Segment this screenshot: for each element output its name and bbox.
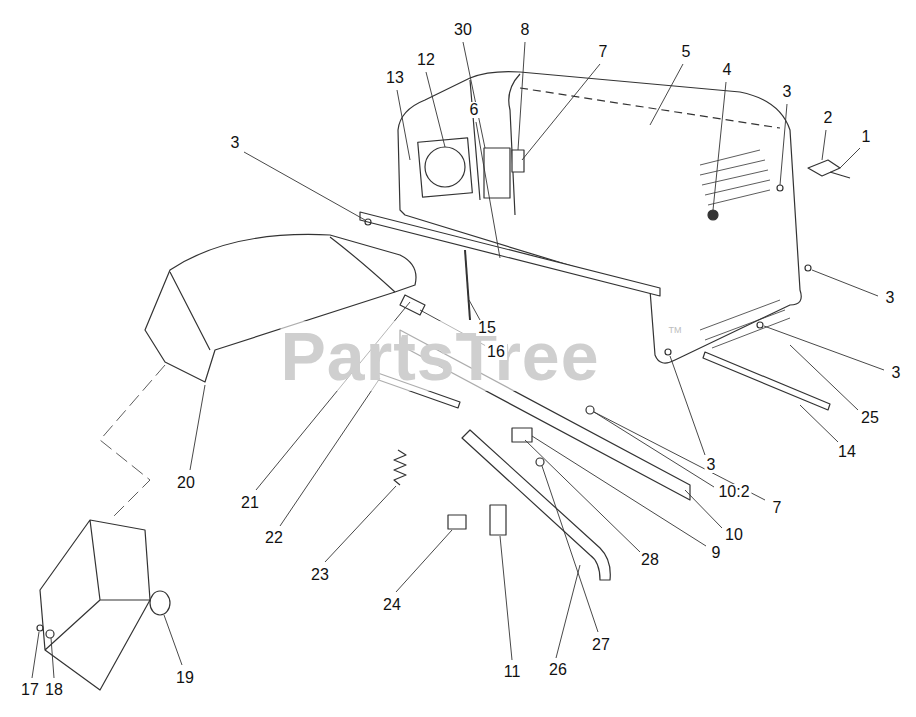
callout-number: 30 — [452, 22, 474, 38]
callout-number: 4 — [721, 62, 734, 78]
lever — [462, 430, 610, 580]
callout-number: 27 — [590, 637, 612, 653]
callout-number: 7 — [597, 44, 610, 60]
nut — [586, 406, 594, 414]
callout-number: 10:2 — [716, 484, 751, 500]
callout-number: 9 — [710, 545, 723, 561]
side-rail — [703, 352, 830, 410]
opening-ring — [425, 147, 465, 187]
callout-number: 3 — [884, 290, 897, 306]
callout-number: 3 — [229, 135, 242, 151]
callout-number: 2 — [822, 110, 835, 126]
louver — [700, 300, 790, 348]
bolt — [365, 219, 371, 225]
callout-number: 6 — [468, 102, 481, 118]
callout-number: 26 — [547, 662, 569, 678]
pin — [536, 458, 544, 466]
callout-number: 16 — [485, 344, 507, 360]
louver — [700, 150, 770, 205]
callout-number: 15 — [476, 320, 498, 336]
callout-number: 3 — [705, 457, 718, 473]
callout-number: 8 — [519, 22, 532, 38]
callout-number: 22 — [263, 530, 285, 546]
callout-number: 3 — [781, 84, 794, 100]
callout-number: 20 — [175, 475, 197, 491]
knob — [708, 210, 718, 220]
dashed-link — [100, 365, 165, 520]
callout-number: 13 — [384, 70, 406, 86]
deflector-knob — [150, 591, 170, 615]
callout-number: 21 — [239, 495, 261, 511]
deflector — [40, 520, 150, 690]
callout-number: 7 — [771, 500, 784, 516]
sleeve — [448, 515, 466, 529]
callout-number: 11 — [502, 664, 523, 680]
callout-number: 24 — [381, 597, 403, 613]
spacer — [400, 295, 425, 315]
hood-edge — [470, 74, 520, 215]
callout-number: 17 — [19, 682, 41, 698]
spring — [394, 450, 406, 485]
callout-number: 10 — [723, 527, 745, 543]
bolt — [757, 322, 763, 328]
callout-number: 14 — [836, 444, 858, 460]
clip — [808, 160, 850, 178]
callout-number: 28 — [639, 552, 661, 568]
callout-number: 5 — [680, 44, 693, 60]
bolt — [665, 349, 671, 355]
bolt — [777, 185, 783, 191]
leader-lines — [32, 42, 884, 678]
trademark-mark: TM — [669, 326, 682, 335]
rod — [465, 250, 470, 320]
lever-bracket — [490, 505, 506, 535]
callout-number: 1 — [860, 129, 873, 145]
screw — [37, 625, 43, 631]
callout-number: 18 — [43, 682, 65, 698]
hood-dashed — [520, 88, 780, 128]
callout-number: 3 — [890, 365, 903, 381]
hood — [398, 72, 801, 363]
bolt — [805, 265, 811, 271]
washer — [46, 630, 54, 638]
callout-number: 19 — [174, 670, 196, 686]
lever-bracket — [512, 428, 532, 442]
callout-number: 25 — [859, 410, 881, 426]
bracket — [512, 150, 524, 172]
callout-number: 23 — [309, 567, 331, 583]
callout-number: 12 — [415, 52, 437, 68]
watermark: PartsTree — [281, 321, 600, 391]
